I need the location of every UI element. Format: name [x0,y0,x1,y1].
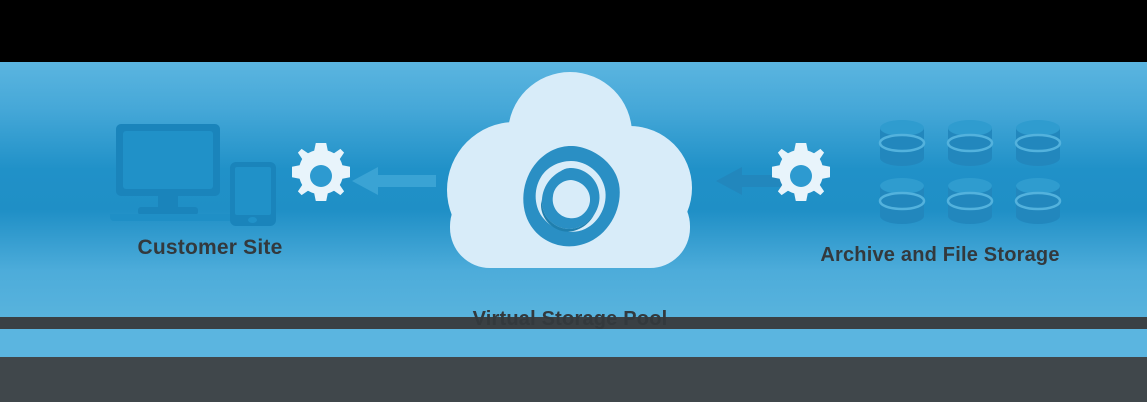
database-cylinder-icon [946,120,994,166]
background-band-gray-upper [0,317,1147,329]
arrow-left-icon-right [716,163,794,204]
gear-icon-right [768,143,834,209]
database-cylinder-icon [878,178,926,224]
database-cylinder-icon [1014,178,1062,224]
database-cylinder-icon [878,120,926,166]
tablet-screen [235,167,271,215]
background-band-gray-lower [0,357,1147,402]
cloud-with-logo-icon [420,68,720,278]
database-cylinder-icon [1014,120,1062,166]
background-band-top [0,0,1147,62]
node-virtual-cloud [420,68,720,278]
monitor-stand-foot [138,207,198,215]
database-array-icon [873,118,1067,228]
database-cylinder-icon [946,178,994,224]
node-customer-devices [60,118,350,230]
background-band-sky-lower [0,329,1147,357]
gear-icon-left [288,143,354,209]
monitor-screen [123,131,213,189]
node-archive-storage [820,118,1120,228]
caption-customer-devices: Customer Site [137,236,283,259]
caption-archive-storage: Archive and File Storage [820,244,1060,266]
monitor-stand-neck [158,196,178,208]
brand-trefoil-logo-icon [523,146,620,247]
laptop-base [110,214,234,221]
arrow-left-icon-left [352,163,436,204]
desktop-and-tablet-icon [110,118,300,230]
tablet-home-button [248,217,257,223]
caption-virtual-cloud: Virtual Storage Pool [472,308,668,330]
